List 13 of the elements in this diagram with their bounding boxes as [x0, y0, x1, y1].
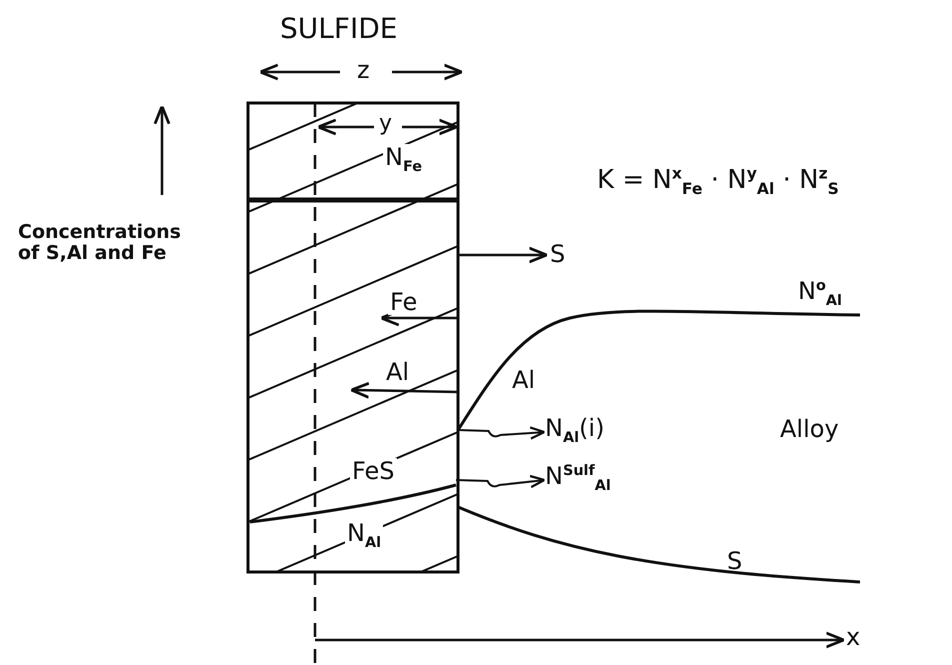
curve-label: S	[727, 548, 742, 574]
region-label: Alloy	[780, 416, 839, 442]
leader-line	[456, 474, 546, 488]
region-label: N$_{Fe}$	[383, 144, 424, 170]
curve-label: Al	[512, 367, 536, 394]
axis-label: Concentrations of S,Al and Fe	[18, 222, 182, 264]
leader-label: N$_{Al}$(i)	[545, 415, 604, 442]
axis-label: x	[846, 624, 860, 650]
leader-line	[458, 426, 546, 440]
dimension-label: y	[379, 112, 392, 136]
heading: SULFIDE	[280, 14, 398, 45]
species-label: S	[550, 241, 566, 268]
dimension-label: z	[357, 57, 370, 84]
